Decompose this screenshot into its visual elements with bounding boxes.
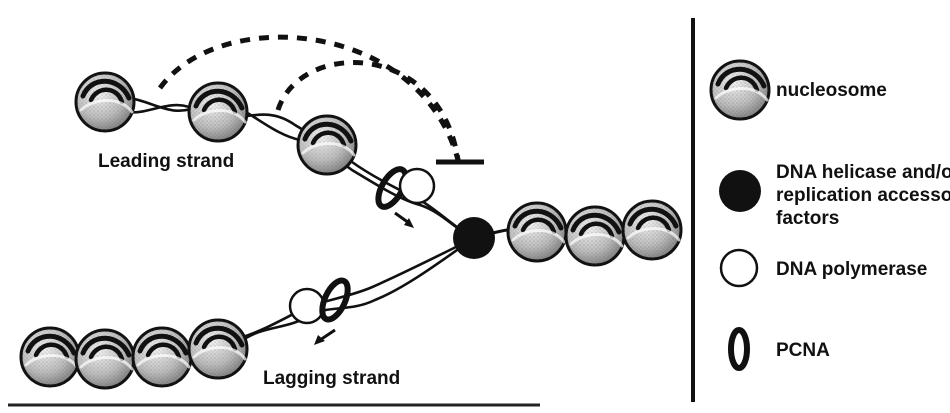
legend-polymerase-label: DNA polymerase [776,259,927,280]
parental-nucleosome-3 [623,201,681,259]
legend-helicase-icon [719,170,761,212]
dashed-arc-inner [275,60,461,161]
legend-pcna-label: PCNA [776,340,830,361]
leading-strand-label: Leading strand [98,151,234,172]
legend-helicase-label-line2: replication accessory [776,185,950,206]
legend-nucleosome-icon [711,61,769,119]
lagging-nucleosome-4 [189,320,247,378]
legend-nucleosome-label: nucleosome [776,80,887,101]
leading-dna-polymerase [398,167,436,205]
lagging-nucleosome-1 [21,328,79,386]
legend-helicase-label-line1: DNA helicase and/or [776,162,950,183]
lagging-nucleosome-3 [133,328,191,386]
lagging-nucleosome-2 [76,330,134,388]
legend-pcna-icon [728,327,750,371]
leading-nucleosome-1 [76,73,134,131]
legend-helicase-label-line3: factors [776,208,839,229]
dashed-arc-outer [157,34,461,161]
lagging-direction-arrow [319,328,336,342]
lagging-arrowhead [314,335,325,345]
leading-arrowhead [404,218,414,228]
lagging-pcna-ring [319,277,351,323]
leading-nucleosome-2 [189,83,247,141]
legend-polymerase-icon [719,248,759,288]
lagging-strand-label: Lagging strand [263,368,400,389]
parental-nucleosome-1 [508,203,566,261]
dna-helicase [453,217,495,259]
lagging-dna-polymerase [288,287,326,325]
leading-nucleosome-3 [298,116,356,174]
parental-nucleosome-2 [566,207,624,265]
